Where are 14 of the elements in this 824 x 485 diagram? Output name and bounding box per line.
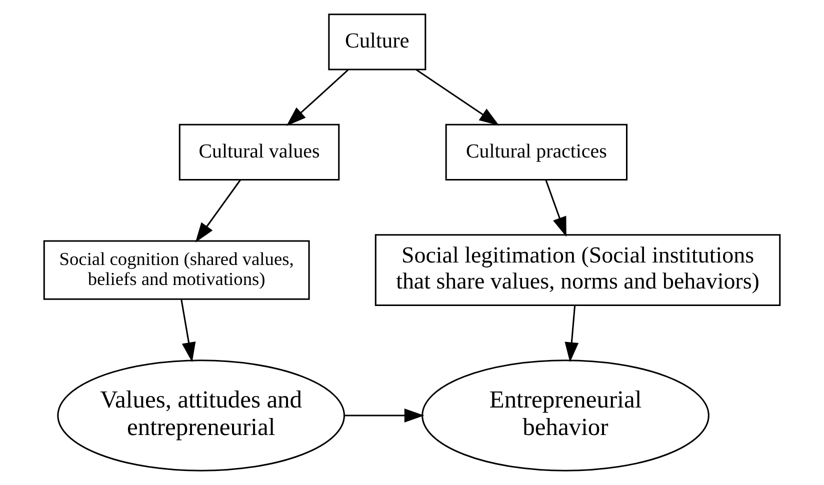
- arrow: [180, 300, 196, 362]
- node-box: Cultural practices: [445, 124, 628, 180]
- arrow: [545, 180, 566, 237]
- node-box: Social cognition (shared values, beliefs and motivations): [43, 240, 310, 300]
- arrow: [344, 408, 424, 422]
- node-box: Culture: [328, 14, 426, 70]
- arrow: [416, 69, 500, 126]
- arrow: [564, 305, 579, 362]
- node-ellipse: Entrepreneurial behavior: [422, 360, 710, 472]
- node-box: Social legitimation (Social institutions that share values, norms and behaviors): [374, 234, 781, 306]
- arrow: [286, 69, 349, 126]
- arrow: [195, 179, 242, 242]
- node-ellipse: Values, attitudes and entrepreneurial: [57, 360, 345, 472]
- node-box: Cultural values: [178, 124, 340, 180]
